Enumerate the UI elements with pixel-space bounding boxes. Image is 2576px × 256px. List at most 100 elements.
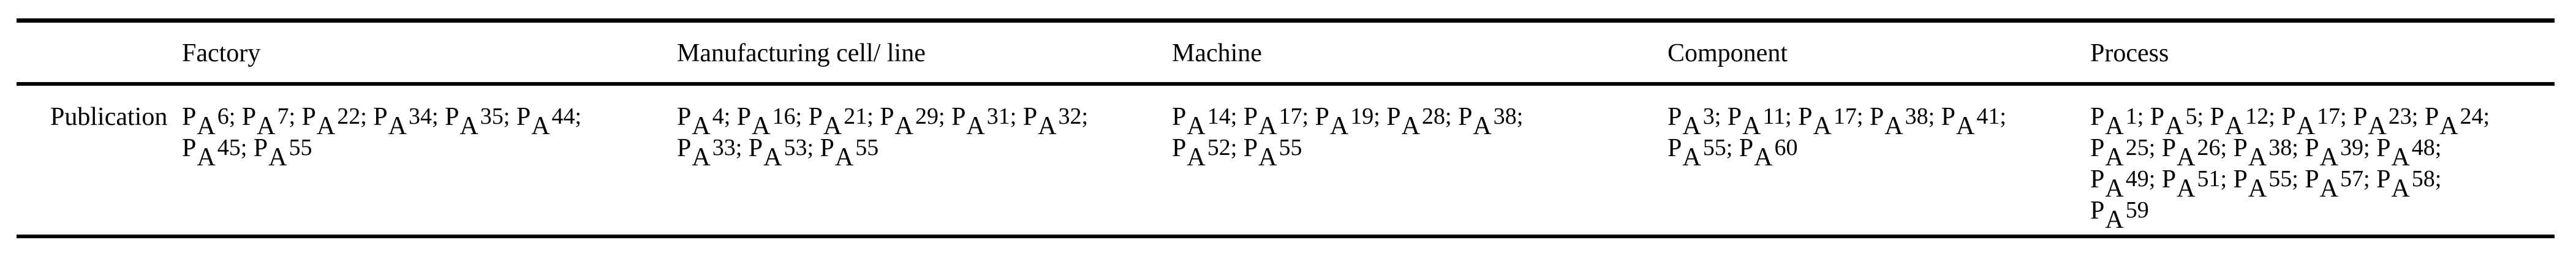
- reference-prefix: P: [2150, 103, 2165, 131]
- reference-number: 17;: [1833, 104, 1864, 129]
- reference-number: 17;: [2317, 104, 2347, 129]
- cell-component: PA3; PA11; PA17; PA38; PA41;PA55; PA60: [1668, 102, 2006, 171]
- column-header-component: Component: [1668, 39, 1788, 67]
- reference-number: 28;: [1422, 104, 1452, 129]
- cell-factory: PA6; PA7; PA22; PA34; PA35; PA44;PA45; P…: [182, 102, 581, 170]
- reference-number: 51;: [2197, 166, 2227, 192]
- reference: PA48;: [2376, 134, 2442, 171]
- reference-number: 1;: [2125, 104, 2144, 129]
- reference-number: 39;: [2340, 135, 2370, 160]
- reference-line: PA14; PA17; PA19; PA28; PA38;: [1172, 102, 1524, 140]
- cell-process: PA1; PA5; PA12; PA17; PA23; PA24;PA25; P…: [2090, 102, 2490, 234]
- reference-number: 26;: [2197, 135, 2227, 160]
- reference: PA22;: [301, 103, 367, 140]
- reference-number: 21;: [844, 104, 874, 129]
- reference-prefix: P: [2161, 165, 2177, 194]
- reference-prefix: P: [951, 103, 966, 131]
- cell-manufacturing-cell-line: PA4; PA16; PA21; PA29; PA31; PA32;PA33; …: [677, 102, 1089, 171]
- reference-prefix: P: [808, 103, 823, 131]
- reference: PA34;: [373, 103, 439, 140]
- reference: PA51;: [2161, 165, 2227, 203]
- reference-number: 19;: [1350, 104, 1380, 129]
- reference-line: PA6; PA7; PA22; PA34; PA35; PA44;: [182, 102, 581, 140]
- reference-prefix: P: [1022, 103, 1038, 131]
- reference-number: 23;: [2388, 104, 2419, 129]
- reference-prefix: P: [1172, 103, 1187, 131]
- column-header-process: Process: [2090, 39, 2169, 67]
- reference: PA17;: [1798, 103, 1864, 140]
- reference-prefix: P: [2090, 197, 2105, 225]
- reference-number: 57;: [2340, 166, 2370, 192]
- reference: PA58;: [2376, 165, 2442, 203]
- reference-prefix: P: [2376, 134, 2391, 162]
- reference: PA41;: [1941, 103, 2006, 140]
- bottom-rule: [17, 235, 2555, 238]
- reference: PA52;: [1172, 134, 1237, 171]
- reference: PA14;: [1172, 103, 1237, 140]
- reference-prefix: P: [1458, 103, 1473, 131]
- reference-number: 22;: [337, 104, 367, 129]
- reference-prefix: P: [1315, 103, 1329, 131]
- reference-number: 49;: [2125, 166, 2156, 192]
- reference-prefix: P: [1668, 134, 1682, 162]
- reference-number: 55: [855, 135, 879, 160]
- reference-number: 17;: [1279, 104, 1309, 129]
- reference-number: 48;: [2411, 135, 2442, 160]
- reference-number: 55: [1279, 135, 1302, 160]
- column-header-factory: Factory: [182, 39, 261, 67]
- reference-number: 4;: [712, 104, 731, 129]
- reference: PA35;: [445, 103, 510, 140]
- reference-prefix: P: [1243, 134, 1258, 162]
- reference-number: 41;: [1976, 104, 2006, 129]
- reference: PA38;: [2233, 134, 2298, 171]
- reference: PA17;: [2281, 103, 2347, 140]
- reference-prefix: P: [2424, 103, 2439, 131]
- reference-prefix: P: [182, 134, 197, 162]
- reference-line: PA52; PA55: [1172, 133, 1523, 171]
- reference-prefix: P: [736, 103, 752, 131]
- header-rule: [17, 82, 2555, 86]
- reference-prefix: P: [373, 103, 388, 131]
- reference-prefix: P: [677, 103, 692, 131]
- reference-line: PA45; PA55: [182, 133, 581, 170]
- reference: PA12;: [2210, 103, 2275, 140]
- reference-number: 7;: [277, 104, 296, 129]
- reference-prefix: P: [1727, 103, 1742, 131]
- reference: PA55;: [2233, 165, 2298, 203]
- reference-number: 14;: [1207, 104, 1237, 129]
- reference-number: 52;: [1207, 135, 1237, 160]
- reference: PA59: [2090, 197, 2149, 234]
- reference-number: 16;: [772, 104, 803, 129]
- reference-number: 59: [2125, 197, 2149, 223]
- reference-prefix: P: [2090, 165, 2105, 194]
- reference-line: PA25; PA26; PA38; PA39; PA48;: [2090, 133, 2490, 171]
- reference-line: PA4; PA16; PA21; PA29; PA31; PA32;: [677, 102, 1089, 140]
- reference-prefix: P: [1798, 103, 1813, 131]
- reference: PA53;: [748, 134, 814, 171]
- reference-number: 3;: [1702, 104, 1721, 129]
- reference: PA23;: [2353, 103, 2419, 140]
- reference-number: 31;: [986, 104, 1017, 129]
- reference: PA60: [1739, 134, 1798, 171]
- reference-number: 38;: [1905, 104, 1935, 129]
- reference-prefix: P: [820, 134, 834, 162]
- reference-prefix: P: [1243, 103, 1258, 131]
- reference-number: 38;: [1493, 104, 1524, 129]
- reference: PA24;: [2424, 103, 2490, 140]
- reference-line: PA33; PA53; PA55: [677, 133, 1088, 171]
- reference-prefix: P: [2210, 103, 2224, 131]
- reference: PA39;: [2305, 134, 2370, 171]
- reference-prefix: P: [1386, 103, 1401, 131]
- reference: PA32;: [1022, 103, 1089, 140]
- reference-prefix: P: [2233, 134, 2248, 162]
- reference-prefix: P: [1941, 103, 1956, 131]
- reference-prefix: P: [2305, 165, 2319, 194]
- reference-number: 32;: [1058, 104, 1089, 129]
- reference: PA57;: [2305, 165, 2370, 203]
- reference-prefix: P: [2376, 165, 2391, 194]
- reference: PA6;: [182, 103, 236, 140]
- reference: PA19;: [1315, 103, 1380, 140]
- reference: PA25;: [2090, 134, 2156, 171]
- reference-prefix: P: [1172, 134, 1187, 162]
- reference-number: 45;: [217, 135, 247, 160]
